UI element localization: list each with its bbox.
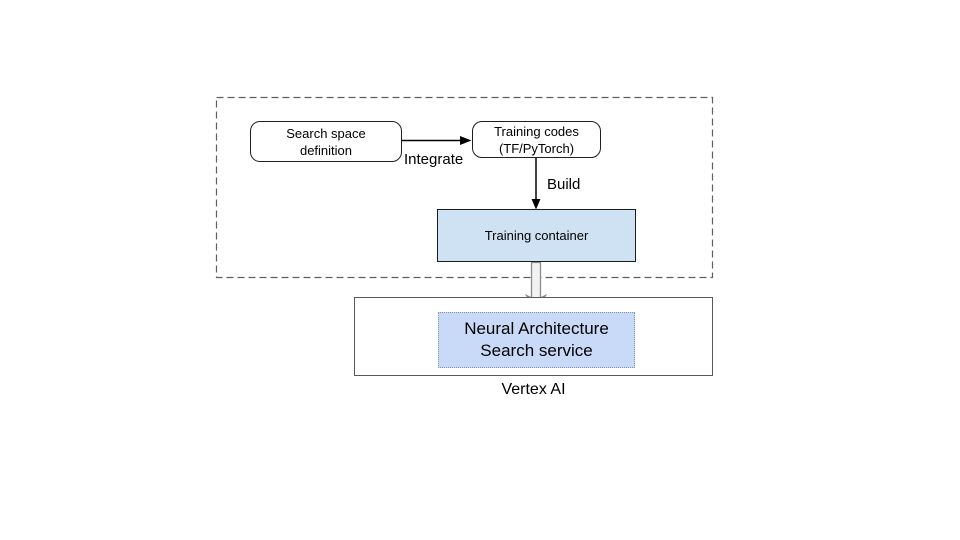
integrate-arrowhead bbox=[460, 136, 472, 145]
training-container-label: Training container bbox=[484, 227, 589, 243]
integrate-edge-label: Integrate bbox=[404, 151, 464, 168]
search-space-label-line2: definition bbox=[299, 142, 353, 158]
vertex-ai-caption: Vertex AI bbox=[501, 381, 566, 398]
search-space-definition-node: Search space definition bbox=[250, 121, 402, 162]
nas-service-node: Neural Architecture Search service bbox=[438, 312, 635, 368]
nas-service-label-line2: Search service bbox=[480, 341, 593, 360]
training-container-node: Training container bbox=[437, 209, 636, 262]
build-arrowhead bbox=[531, 199, 541, 210]
search-space-label-line1: Search space bbox=[286, 125, 366, 141]
integrate-arrow bbox=[402, 136, 472, 145]
build-arrow bbox=[531, 158, 541, 210]
training-codes-node: Training codes (TF/PyTorch) bbox=[472, 121, 601, 158]
training-codes-label-line2: (TF/PyTorch) bbox=[498, 140, 575, 156]
nas-service-label-line1: Neural Architecture bbox=[464, 319, 609, 338]
training-codes-label-line1: Training codes bbox=[494, 123, 579, 139]
build-edge-label: Build bbox=[547, 176, 581, 193]
